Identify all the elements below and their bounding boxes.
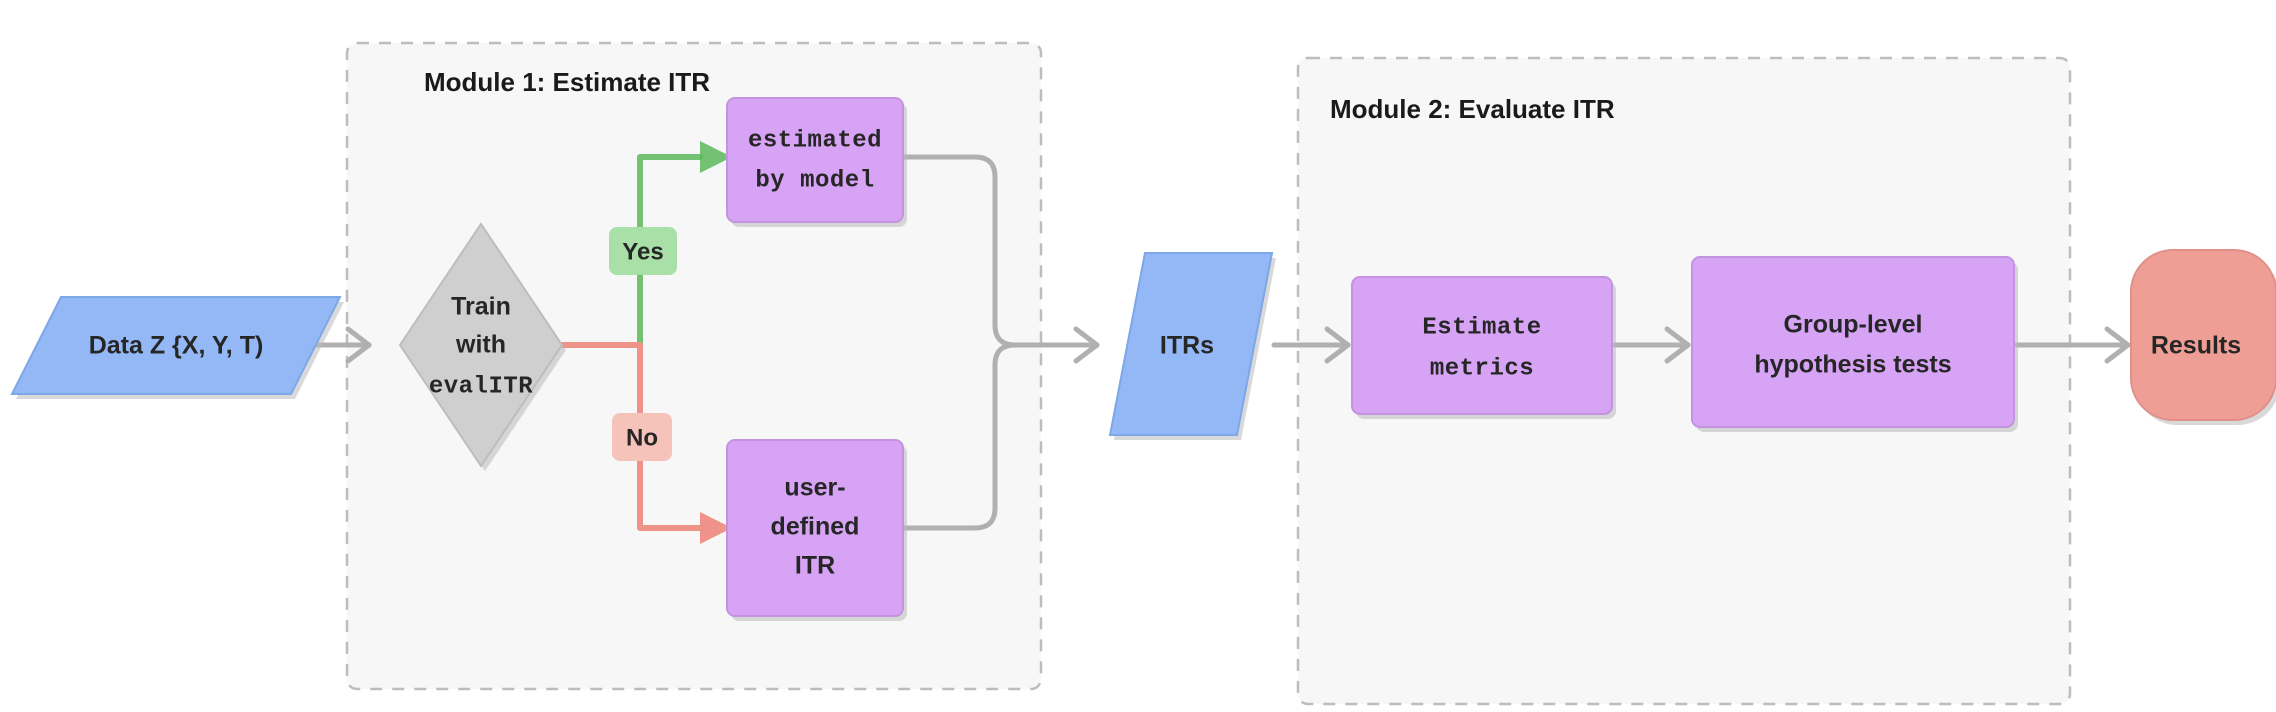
node-hypothesis-tests-line1: Group-level — [1784, 311, 1923, 339]
module-2-panel — [1296, 56, 2072, 706]
node-results-label: Results — [2151, 332, 2241, 360]
node-itrs-shape — [1108, 252, 1274, 436]
edge-merge-to-itrs-arrowhead — [1073, 326, 1100, 364]
node-decision-label-line3: evalITR — [429, 373, 533, 400]
node-decision-shape — [398, 222, 564, 468]
node-hypothesis-tests[interactable]: Group-level hypothesis tests — [1691, 256, 2018, 432]
node-decision-label-line1: Train — [451, 293, 511, 321]
node-data-input-shape — [10, 296, 342, 395]
node-estimated-by-model-shape — [726, 97, 904, 223]
node-estimated-by-model-line1: estimated — [748, 127, 882, 154]
branch-chip-yes-label: Yes — [622, 238, 663, 265]
node-estimate-metrics-line1: Estimate — [1422, 314, 1541, 341]
node-data-input[interactable]: Data Z {X, Y, T) — [10, 296, 344, 399]
node-results-shape — [2130, 249, 2276, 421]
node-estimate-metrics-shape — [1351, 276, 1613, 415]
node-decision[interactable]: Train with evalITR — [398, 222, 566, 471]
node-estimate-metrics[interactable]: Estimate metrics — [1351, 276, 1616, 419]
module-2-title: Module 2: Evaluate ITR — [1330, 94, 1615, 124]
branch-chip-yes-bg — [609, 227, 677, 275]
branch-chip-yes: Yes — [609, 227, 677, 275]
node-itrs-label: ITRs — [1160, 332, 1214, 360]
node-estimate-metrics-line2: metrics — [1430, 355, 1534, 382]
node-data-input-label: Data Z {X, Y, T) — [89, 332, 264, 360]
edge-data-to-decision-arrowhead — [345, 326, 372, 364]
node-user-defined-itr[interactable]: user- defined ITR — [726, 439, 907, 621]
edge-metrics-to-tests-arrowhead — [1664, 326, 1691, 364]
node-hypothesis-tests-shape — [1691, 256, 2015, 428]
node-hypothesis-tests-line2: hypothesis tests — [1754, 351, 1951, 379]
branch-chip-no: No — [612, 413, 672, 461]
branch-chip-no-label: No — [626, 424, 658, 451]
edge-userdefined-to-itrs — [899, 342, 1100, 531]
edge-no-arrowhead — [700, 512, 732, 544]
module-1-title: Module 1: Estimate ITR — [424, 67, 710, 97]
node-user-defined-itr-line2: defined — [771, 513, 860, 541]
node-estimated-by-model-line2: by model — [755, 167, 874, 194]
branch-chip-no-bg — [612, 413, 672, 461]
edge-itrs-to-metrics-arrowhead — [1324, 326, 1351, 364]
edge-yes-arrowhead — [700, 141, 732, 173]
node-user-defined-itr-line3: ITR — [795, 552, 835, 580]
node-estimated-by-model[interactable]: estimated by model — [726, 97, 907, 227]
edge-tests-to-results-arrowhead — [2104, 326, 2131, 364]
node-user-defined-itr-shape — [726, 439, 904, 617]
node-user-defined-itr-line1: user- — [784, 474, 845, 502]
node-itrs[interactable]: ITRs — [1108, 252, 1276, 440]
node-results[interactable]: Results — [2130, 249, 2276, 425]
node-decision-label-line2: with — [455, 331, 506, 359]
